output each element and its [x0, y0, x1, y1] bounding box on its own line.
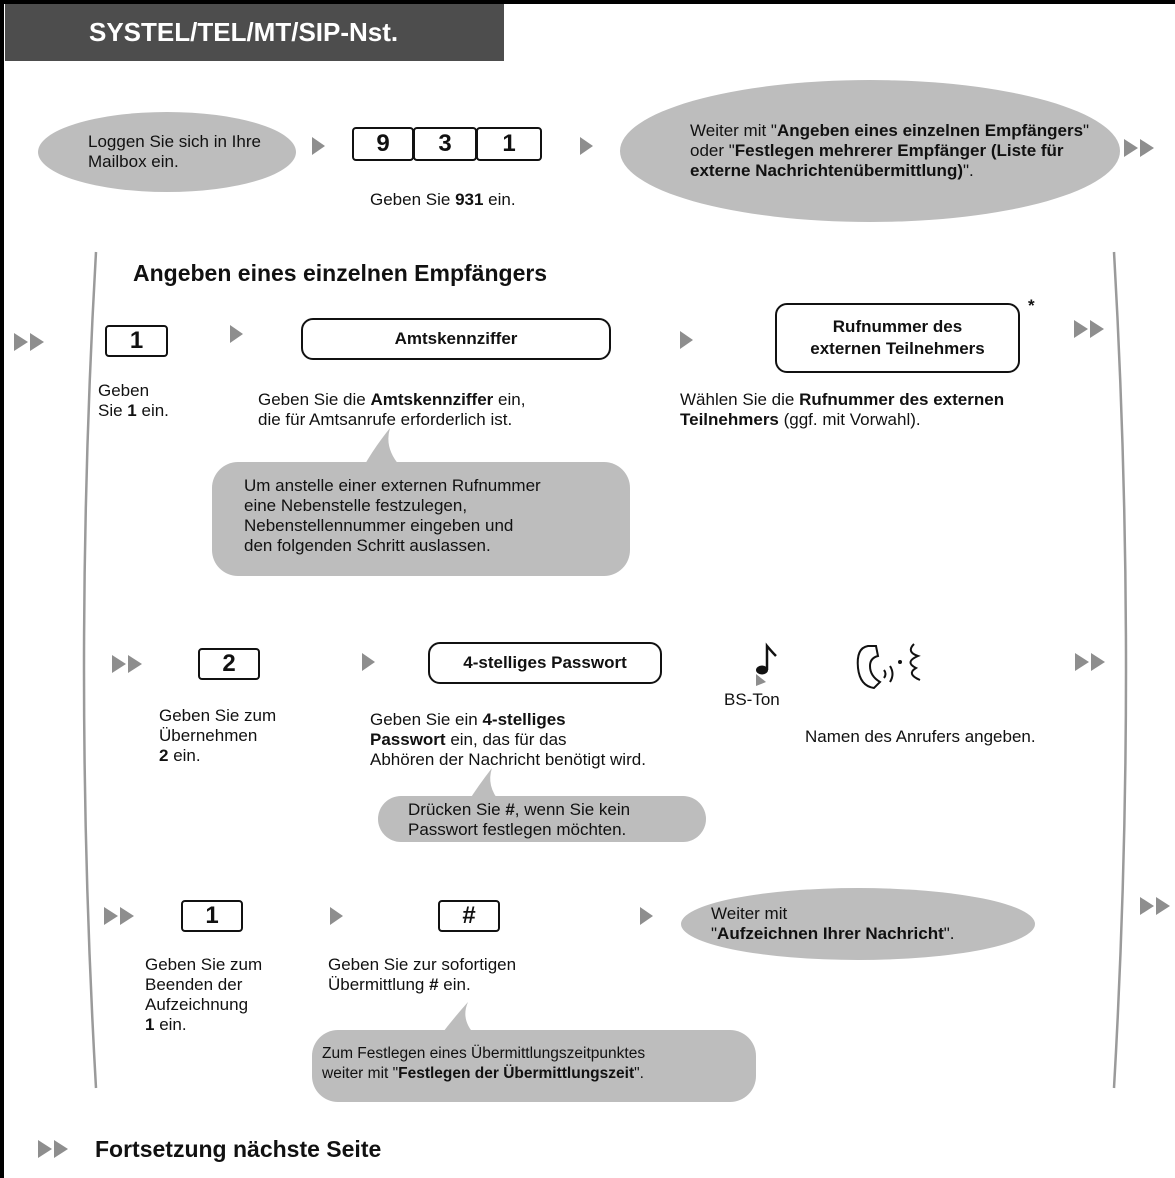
delivery-time-hint-bubble: Zum Festlegen eines Übermittlungszeitpun…	[312, 1030, 756, 1102]
arrow-icon	[680, 331, 693, 349]
key-3[interactable]: 3	[413, 127, 477, 161]
arrow-icon	[640, 907, 653, 925]
continued-next-page: Fortsetzung nächste Seite	[95, 1136, 382, 1162]
bubble-tail	[440, 1002, 476, 1036]
arrow-icon	[230, 325, 243, 343]
password-caption: Geben Sie ein 4-stelliges Passwort ein, …	[370, 710, 646, 769]
double-arrow-icon	[1140, 897, 1175, 915]
bubble-tail	[364, 428, 400, 466]
double-arrow-icon	[1074, 320, 1112, 338]
login-oval: Loggen Sie sich in Ihre Mailbox ein.	[38, 112, 296, 192]
double-arrow-icon	[38, 1140, 76, 1158]
hash-key[interactable]: #	[438, 900, 500, 932]
beep-tone-label: BS-Ton	[724, 690, 780, 709]
arrow-icon	[330, 907, 343, 925]
double-arrow-icon	[104, 907, 142, 925]
row1-key-caption: Geben Sie 1 ein.	[98, 381, 169, 420]
double-arrow-icon	[1124, 139, 1162, 157]
trunk-code-caption: Geben Sie die Amtskennziffer ein, die fü…	[258, 390, 526, 429]
speaking-caller-icon	[856, 643, 921, 690]
double-arrow-icon	[1075, 653, 1113, 671]
password-hint-bubble: Drücken Sie #, wenn Sie kein Passwort fe…	[378, 796, 706, 842]
external-number-caption: Wählen Sie die Rufnummer des externen Te…	[680, 390, 1005, 429]
beep-tone-icon	[756, 642, 777, 686]
page-title: SYSTEL/TEL/MT/SIP-Nst.	[5, 4, 504, 61]
key-2-accept[interactable]: 2	[198, 648, 260, 680]
double-arrow-icon	[14, 333, 52, 351]
key-1-end-recording[interactable]: 1	[181, 900, 243, 932]
keys-caption: Geben Sie 931 ein.	[370, 190, 516, 209]
asterisk-note: *	[1028, 296, 1035, 315]
frame-left-border	[0, 0, 4, 1178]
bubble-tail	[468, 768, 500, 802]
continue-oval-text: Weiter mit "Angeben eines einzelnen Empf…	[690, 121, 1090, 180]
frame-top-border	[0, 0, 1175, 4]
right-bracket	[1112, 251, 1128, 1089]
arrow-icon	[312, 137, 325, 155]
record-message-oval: Weiter mit "Aufzeichnen Ihrer Nachricht"…	[681, 888, 1035, 960]
hash-key-caption: Geben Sie zur sofortigen Übermittlung # …	[328, 955, 517, 994]
record-message-text: Weiter mit "Aufzeichnen Ihrer Nachricht"…	[711, 904, 955, 943]
arrow-icon	[362, 653, 375, 671]
double-arrow-icon	[112, 655, 150, 673]
continue-oval: Weiter mit "Angeben eines einzelnen Empf…	[620, 80, 1120, 222]
password-box[interactable]: 4-stelliges Passwort	[428, 642, 662, 684]
key-1[interactable]: 1	[476, 127, 542, 161]
trunk-code-box[interactable]: Amtskennziffer	[301, 318, 611, 360]
arrow-icon	[580, 137, 593, 155]
left-bracket	[82, 251, 98, 1089]
key-9[interactable]: 9	[352, 127, 414, 161]
login-oval-text: Loggen Sie sich in Ihre Mailbox ein.	[88, 132, 261, 171]
section-title: Angeben eines einzelnen Empfängers	[133, 260, 548, 286]
key-1-select[interactable]: 1	[105, 325, 168, 357]
caller-name-caption: Namen des Anrufers angeben.	[805, 727, 1036, 746]
